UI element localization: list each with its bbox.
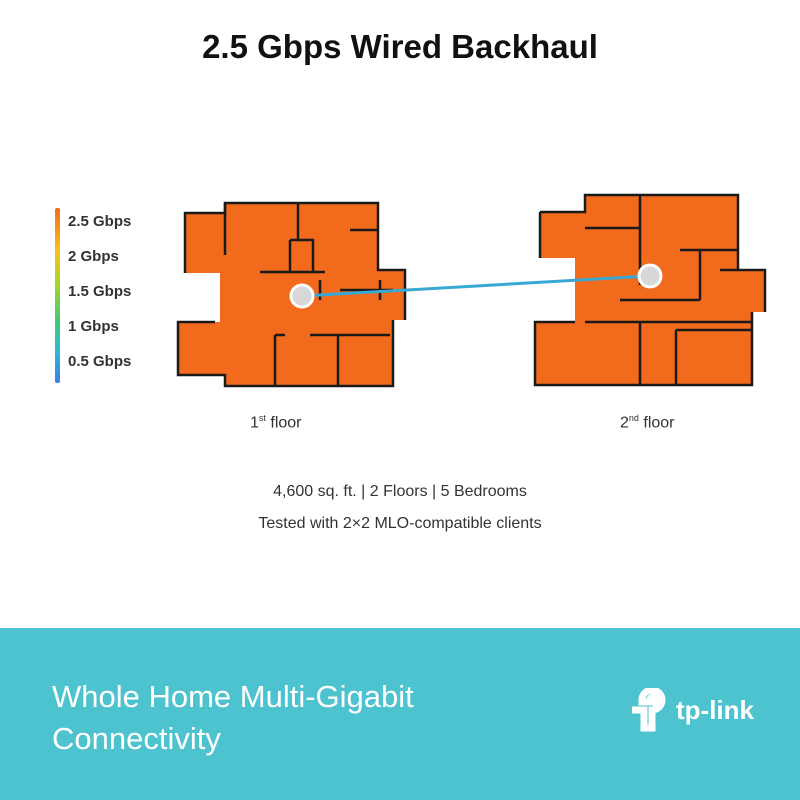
home-specs: 4,600 sq. ft. | 2 Floors | 5 Bedrooms <box>273 483 527 500</box>
legend-label: 1.5 Gbps <box>68 283 132 300</box>
legend-label: 1 Gbps <box>68 318 119 335</box>
floor-label-2: 2nd floor <box>620 413 675 432</box>
tp-link-logo: tp-link <box>628 688 754 732</box>
floor-plans <box>176 193 767 388</box>
backhaul-link-line <box>301 274 651 298</box>
legend-label: 2.5 Gbps <box>68 213 132 230</box>
router-node-2nd-floor <box>637 263 663 289</box>
tp-link-logo-text: tp-link <box>676 694 754 725</box>
floor-plan-2 <box>533 193 767 387</box>
tagline-line-1: Whole Home Multi-Gigabit <box>52 679 414 714</box>
bottom-banner: Whole Home Multi-Gigabit Connectivity <box>0 628 800 800</box>
floor-label-1: 1st floor <box>250 413 302 432</box>
legend-label: 0.5 Gbps <box>68 353 132 370</box>
legend-label: 2 Gbps <box>68 248 119 265</box>
test-note: Tested with 2×2 MLO-compatible clients <box>258 515 542 532</box>
router-node-1st-floor <box>289 283 315 309</box>
tagline: Whole Home Multi-Gigabit Connectivity <box>52 676 414 760</box>
page-title: 2.5 Gbps Wired Backhaul <box>202 28 598 65</box>
speed-legend-gradient <box>55 208 60 383</box>
tagline-line-2: Connectivity <box>52 721 221 756</box>
tp-link-logo-icon <box>632 688 666 732</box>
